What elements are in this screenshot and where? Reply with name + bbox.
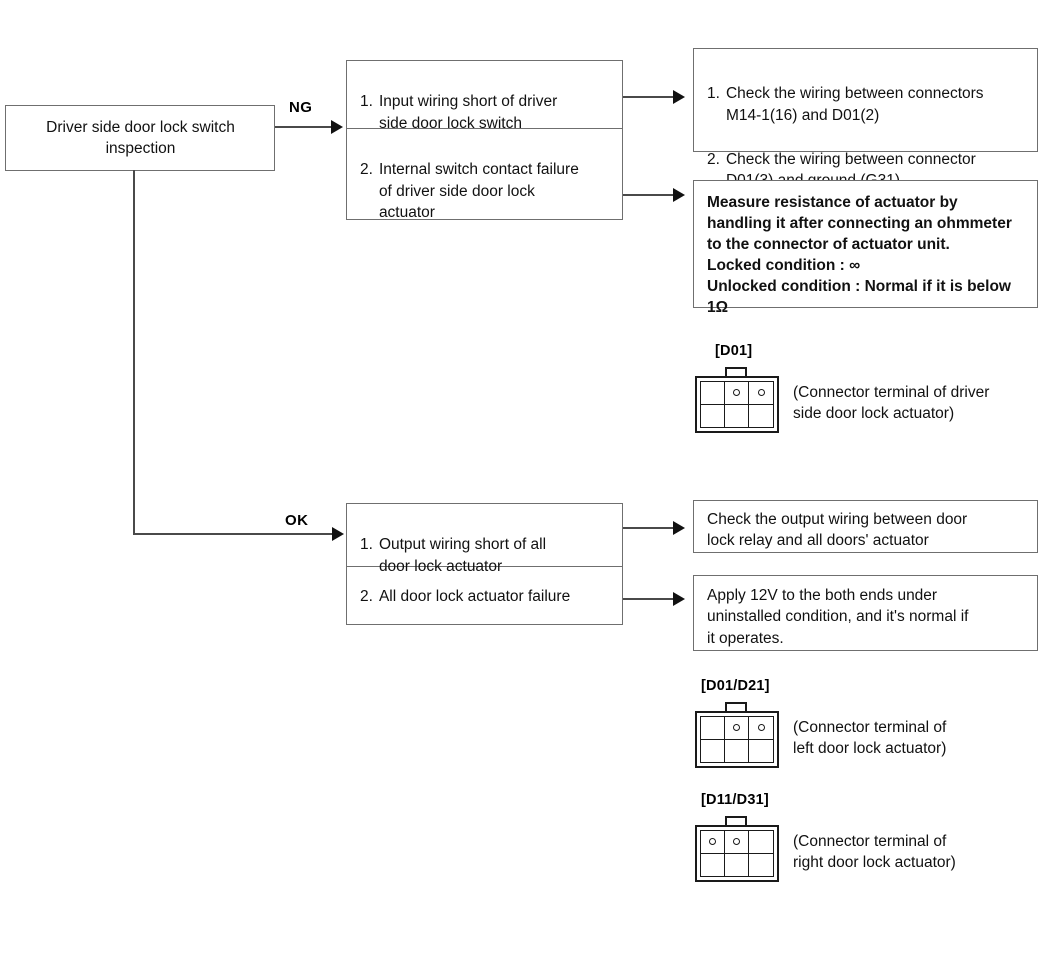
pin-dot-icon xyxy=(733,724,740,732)
ng-action-2-text: Measure resistance of actuator by handli… xyxy=(707,194,1012,317)
ok-action2-arrowhead xyxy=(673,592,685,606)
connector-pin-grid xyxy=(700,381,774,428)
pin-cell xyxy=(725,853,749,876)
ok-cause-1-text: Output wiring short of all door lock act… xyxy=(378,536,547,575)
connector-d11-d31-tag: [D11/D31] xyxy=(701,792,769,808)
ok-action2-edge-line xyxy=(623,598,681,600)
connector-tab-icon xyxy=(725,816,747,826)
ok-cause-1-number: 1. xyxy=(360,536,373,554)
pin-cell xyxy=(701,382,725,405)
connector-d01-caption: (Connector terminal of driver side door … xyxy=(793,384,990,423)
pin-cell xyxy=(725,382,749,405)
pin-cell xyxy=(701,831,725,854)
pin-cell xyxy=(749,831,773,854)
connector-pin-grid xyxy=(700,830,774,877)
pin-cell xyxy=(701,717,725,740)
ng-cause-1-number: 1. xyxy=(360,93,373,111)
ok-action1-edge-line xyxy=(623,527,681,529)
ok-label: OK xyxy=(285,512,309,529)
connector-d01-d21-tag: [D01/D21] xyxy=(701,678,770,694)
ng-cause-2-text: Internal switch contact failure of drive… xyxy=(378,161,579,222)
connector-d01-diagram xyxy=(695,367,779,433)
start-box: Driver side door lock switch inspection xyxy=(5,105,275,171)
pin-cell xyxy=(725,739,749,762)
pin-cell xyxy=(725,717,749,740)
ng-action-1-line-2-number: 2. xyxy=(707,150,720,168)
ng-action-box-1: 1. Check the wiring between connectors M… xyxy=(693,48,1038,189)
pin-dot-icon xyxy=(757,389,765,397)
connector-d01-d21-caption: (Connector terminal of left door lock ac… xyxy=(793,719,947,758)
ng-causes-box: 1. Input wiring short of driver side doo… xyxy=(346,60,623,221)
ng-action2-edge-line xyxy=(623,194,681,196)
ok-action-box-1: Check the output wiring between door loc… xyxy=(693,500,1038,553)
connector-d01-tag: [D01] xyxy=(715,343,753,359)
connector-shell xyxy=(695,825,779,882)
pin-cell xyxy=(725,404,749,427)
pin-cell xyxy=(701,404,725,427)
ng-action1-arrowhead xyxy=(673,90,685,104)
ng-cause-item: 2. Internal switch contact failure of dr… xyxy=(347,128,622,221)
pin-dot-icon xyxy=(733,838,740,846)
pin-cell xyxy=(701,739,725,762)
pin-cell xyxy=(749,717,773,740)
connector-group-d01: [D01] (Connector terminal of driver side… xyxy=(693,343,1038,448)
ng-action-1-line-1-number: 1. xyxy=(707,85,720,103)
connector-d11-d31-diagram xyxy=(695,816,779,882)
ok-edge-vertical xyxy=(133,170,135,534)
connector-tab-icon xyxy=(725,702,747,712)
pin-dot-icon xyxy=(733,389,740,397)
ng-edge-arrowhead xyxy=(331,120,343,134)
connector-shell xyxy=(695,376,779,433)
ng-label: NG xyxy=(289,99,313,116)
pin-dot-icon xyxy=(757,724,765,732)
ok-edge-horizontal xyxy=(133,533,340,535)
connector-d01-d21-diagram xyxy=(695,702,779,768)
ng-action2-arrowhead xyxy=(673,188,685,202)
ok-cause-item: 1. Output wiring short of all door lock … xyxy=(347,504,622,574)
start-box-text: Driver side door lock switch inspection xyxy=(46,118,235,157)
ok-action-box-2: Apply 12V to the both ends under uninsta… xyxy=(693,575,1038,651)
pin-cell xyxy=(749,740,773,763)
ng-cause-item: 1. Input wiring short of driver side doo… xyxy=(347,61,622,131)
ng-edge-line xyxy=(275,126,339,128)
ok-cause-2-text: All door lock actuator failure xyxy=(378,587,571,605)
ok-action-1-text: Check the output wiring between door loc… xyxy=(707,511,968,550)
connector-group-d11-d31: [D11/D31] (Connector terminal of right d… xyxy=(693,792,1038,897)
ng-cause-1-text: Input wiring short of driver side door l… xyxy=(378,93,558,132)
pin-cell xyxy=(749,405,773,428)
ok-cause-2-number: 2. xyxy=(360,587,373,605)
ok-action-2-text: Apply 12V to the both ends under uninsta… xyxy=(707,587,969,647)
ng-action-1-line-1-text: Check the wiring between connectors M14-… xyxy=(725,85,984,124)
ok-action1-arrowhead xyxy=(673,521,685,535)
ng-action-box-2: Measure resistance of actuator by handli… xyxy=(693,180,1038,316)
ok-cause-item: 2. All door lock actuator failure xyxy=(347,566,622,626)
connector-group-d01-d21: [D01/D21] (Connector terminal of left do… xyxy=(693,678,1038,783)
connector-pin-grid xyxy=(700,716,774,763)
ok-causes-box: 1. Output wiring short of all door lock … xyxy=(346,503,623,625)
pin-cell xyxy=(749,854,773,877)
ng-action1-edge-line xyxy=(623,96,681,98)
pin-cell xyxy=(701,853,725,876)
connector-tab-icon xyxy=(725,367,747,377)
pin-cell xyxy=(725,831,749,854)
pin-dot-icon xyxy=(709,838,716,846)
ng-cause-2-number: 2. xyxy=(360,161,373,179)
pin-cell xyxy=(749,382,773,405)
ok-edge-arrowhead xyxy=(332,527,344,541)
connector-d11-d31-caption: (Connector terminal of right door lock a… xyxy=(793,833,956,872)
connector-shell xyxy=(695,711,779,768)
